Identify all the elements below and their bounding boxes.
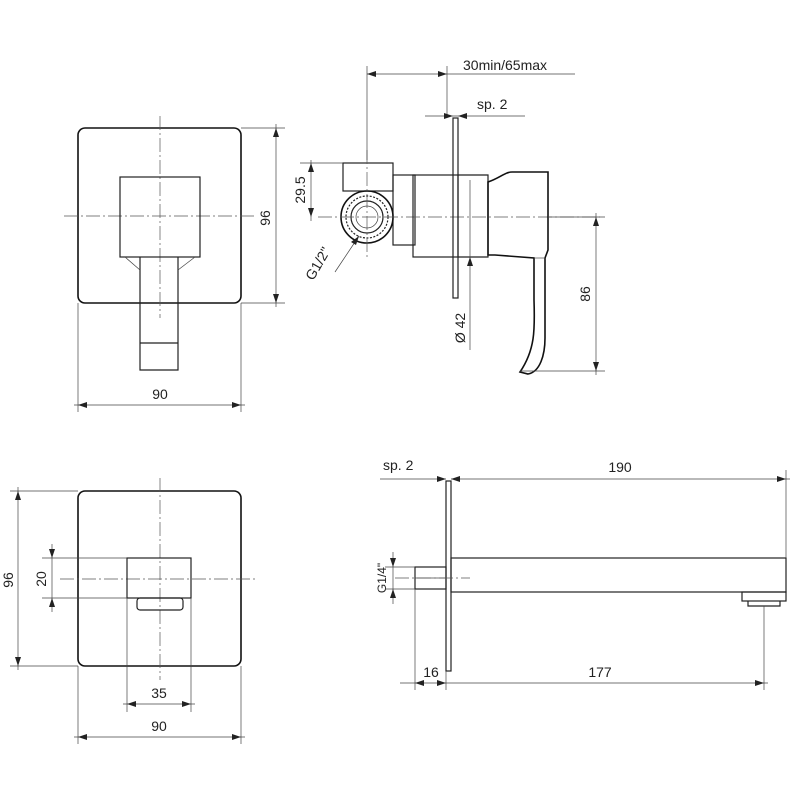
spout-body-height-label: 20: [33, 571, 49, 587]
spout-dim-arrow-up: [15, 491, 21, 500]
mixer-handle-base: [119, 176, 201, 258]
side-view-mixer: 30min/65max sp. 2 29.5 G1/2" Ø 42 86: [292, 57, 605, 375]
dim-lever-arrow-down: [593, 362, 599, 371]
mixer-lever: [487, 171, 549, 375]
mixer-body-cylinder: [342, 162, 394, 192]
mixer-thread-label: G1/2": [302, 244, 334, 283]
spout-body: [126, 557, 192, 599]
spout-arm: [450, 557, 787, 593]
dim-plate-arrow-l: [444, 113, 453, 119]
spout-base-label: 16: [423, 664, 439, 680]
spout-base-arrow-r: [437, 680, 446, 686]
front-view-spout: 96 20 35 90: [0, 478, 256, 744]
spout-reach-label: 177: [588, 664, 612, 680]
spout-base-arrow-l: [415, 680, 424, 686]
spout-thread-arrow-up: [390, 558, 396, 567]
dim-arrow-up: [273, 128, 279, 137]
spout-aerator: [747, 601, 781, 607]
mixer-plate-label: sp. 2: [477, 96, 508, 112]
dim-depth-arrow-l: [367, 71, 376, 77]
mixer-wall-plate: [452, 117, 459, 299]
spout-dim20-arrow-down: [49, 598, 55, 607]
mixer-lever-label: 86: [577, 286, 593, 302]
mixer-width-label: 90: [152, 386, 168, 402]
spout-dim35-arrow-l: [127, 701, 136, 707]
side-view-spout: sp. 2 190 G1/4" 16 177: [375, 457, 790, 690]
spout-reach-arrow-r: [755, 680, 764, 686]
dim-plate-arrow-r: [458, 113, 467, 119]
mixer-handle-slope-2: [177, 256, 196, 271]
mixer-body-connector: [392, 174, 416, 246]
spout-outlet: [136, 597, 184, 611]
mixer-offset-label: 29.5: [292, 176, 308, 203]
mixer-diameter-label: Ø 42: [452, 313, 468, 344]
dim-offset-arrow-down: [308, 208, 314, 217]
spout-length-arrow-r: [777, 476, 786, 482]
spout-width-label: 90: [151, 718, 167, 734]
thread-leader-arrow: [351, 236, 359, 245]
mixer-plate-outline: [77, 127, 242, 304]
spout-dim90-arrow-r: [232, 734, 241, 740]
dim-diameter-arrow: [467, 257, 473, 266]
dim-arrow-right: [232, 402, 241, 408]
spout-length-arrow-l: [451, 476, 460, 482]
dim-lever-arrow-up: [593, 217, 599, 226]
dim-arrow-down: [273, 294, 279, 303]
spout-dim35-arrow-r: [182, 701, 191, 707]
spout-length-label: 190: [608, 459, 632, 475]
spout-plate-label: sp. 2: [383, 457, 414, 473]
mixer-cover: [458, 174, 489, 258]
spout-thread-arrow-down: [390, 589, 396, 598]
mixer-height-label: 96: [257, 210, 273, 226]
spout-plate-outline: [77, 490, 242, 667]
spout-wall-plate: [445, 480, 452, 672]
mixer-handle-slope: [124, 256, 141, 271]
front-view-mixer: 96 90: [64, 116, 285, 412]
dim-depth-arrow-r: [438, 71, 447, 77]
spout-body-width-label: 35: [151, 685, 167, 701]
spout-dim20-arrow-up: [49, 549, 55, 558]
dim-arrow-left: [78, 402, 87, 408]
mixer-depth-label: 30min/65max: [463, 57, 547, 73]
spout-dim90-arrow-l: [78, 734, 87, 740]
spout-dim-arrow-down: [15, 657, 21, 666]
mixer-cartridge: [412, 174, 459, 258]
spout-thread-label: G1/4": [375, 563, 389, 593]
dim-offset-arrow-up: [308, 163, 314, 172]
mixer-handle-lever: [139, 257, 179, 371]
spout-height-label: 96: [0, 572, 16, 588]
spout-plate-arrow: [437, 476, 446, 482]
spout-tip: [741, 591, 787, 602]
